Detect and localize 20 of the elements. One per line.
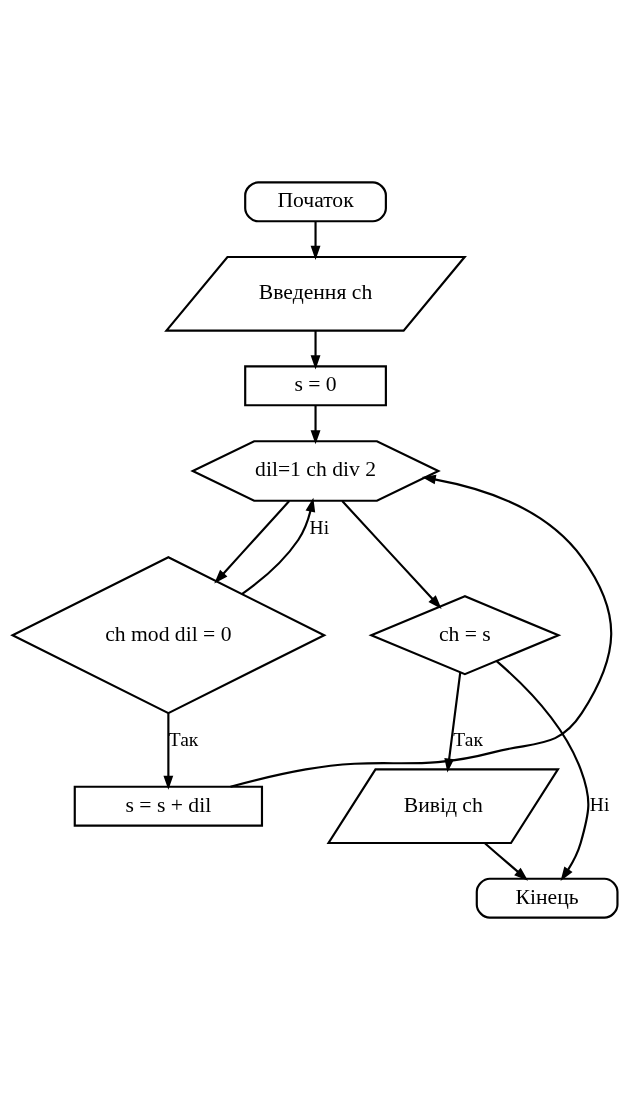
node-box: s = s + dil xyxy=(73,785,264,827)
arrow xyxy=(341,499,442,609)
arrow xyxy=(483,841,529,881)
arrow xyxy=(230,474,613,788)
edge-label: Так xyxy=(453,728,483,750)
edge-label: Ні xyxy=(309,516,330,538)
edge-label: Так xyxy=(168,728,199,750)
edge-label: Ні xyxy=(589,793,610,815)
arrow xyxy=(214,499,291,584)
arrow xyxy=(241,497,316,595)
arrow xyxy=(310,221,321,260)
node-box: Кінець xyxy=(475,877,619,919)
arrow xyxy=(310,404,321,444)
node-box: Початок xyxy=(244,180,387,222)
arrow xyxy=(310,330,321,369)
node-box: s = 0 xyxy=(244,364,387,406)
arrow xyxy=(163,712,174,790)
node-diamond: ch mod dil = 0 xyxy=(10,555,327,714)
arrow xyxy=(495,659,590,881)
arrow xyxy=(444,671,462,772)
